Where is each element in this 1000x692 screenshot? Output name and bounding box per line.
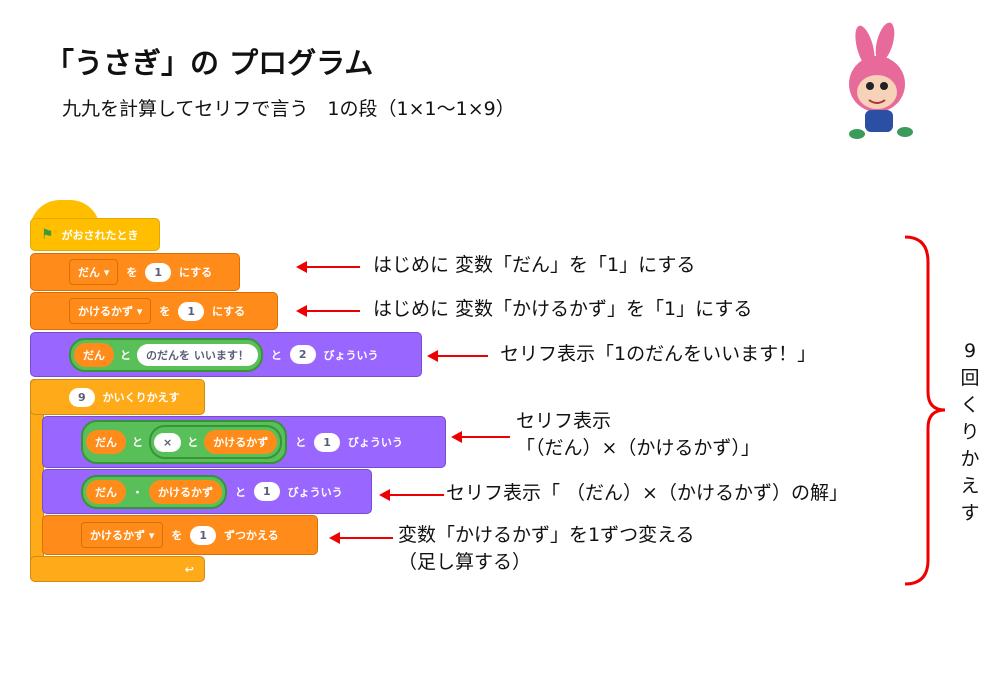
change-kakeru-block[interactable]: かけるかず ▾ を 1 ずつかえる [42,515,318,555]
block-label: びょういう [287,485,343,499]
block-label: にする [212,305,246,318]
join-operator[interactable]: だん と × と かけるかず [81,420,288,464]
value-input[interactable]: 1 [145,262,172,282]
kakeru-reporter[interactable]: かけるかず [149,479,222,504]
text-input[interactable]: × [154,432,182,452]
var-name: かけるかず [78,305,133,318]
block-label: と [270,348,282,362]
variable-dropdown[interactable]: かけるかず ▾ [81,522,164,548]
note-set-kakeru: はじめに 変数「かけるかず」を「1」にする [373,298,753,320]
var-name: だん [78,266,100,279]
block-label: びょういう [323,348,379,362]
repeat-block[interactable]: 9 かいくりかえす [30,379,205,415]
note-change-2: （足し算する） [398,551,532,573]
arrow-5 [379,489,444,501]
block-label: びょういう [347,436,403,449]
arrow-1 [296,261,360,273]
note-say-intro: セリフ表示「1のだんをいいます！」 [500,343,817,365]
loop-bracket [904,235,946,586]
set-dan-block[interactable]: だん ▾ を 1 にする [30,253,240,291]
loop-arrow-icon: ↩ [184,562,194,576]
secs-input[interactable]: 1 [314,432,340,452]
block-label: と [235,485,246,499]
value-input[interactable]: 1 [190,525,217,545]
note-say-product-1: セリフ表示 [516,410,612,432]
kakeru-reporter[interactable]: かけるかず [204,430,278,454]
block-label: を [171,529,183,542]
block-label: かいくりかえす [102,391,180,404]
repeat-end: ↩ [30,556,205,582]
value-input[interactable]: 1 [178,301,205,321]
block-label: と [132,436,143,449]
block-label: を [159,305,171,318]
green-flag-icon: ⚑ [41,226,54,243]
arrow-2 [296,305,360,317]
rabbit-character-illustration [849,22,913,139]
join-operator[interactable]: だん と のだんを いいます！ [69,337,263,372]
variable-dropdown[interactable]: だん ▾ [69,259,119,285]
page-title: 「うさぎ」の プログラム [45,46,374,80]
operator-symbol: ・ [132,485,143,499]
variable-dropdown[interactable]: かけるかず ▾ [69,298,152,324]
multiply-operator[interactable]: だん ・ かけるかず [81,474,227,509]
say-answer-block[interactable]: だん ・ かけるかず と 1 びょういう [42,469,372,514]
arrow-3 [427,350,488,362]
block-label: を [126,266,138,279]
join-operator-inner[interactable]: × と かけるかず [149,425,283,459]
set-kakeru-block[interactable]: かけるかず ▾ を 1 にする [30,292,278,330]
block-label: と [187,436,199,449]
note-say-answer: セリフ表示「 （だん）×（かけるかず）の解」 [446,482,848,504]
note-set-dan: はじめに 変数「だん」を「1」にする [373,254,696,276]
subtitle: 九九を計算してセリフで言う 1の段（1×1～1×9） [62,98,515,120]
dan-reporter[interactable]: だん [86,430,126,454]
text-input[interactable]: のだんを いいます！ [137,343,258,366]
dan-reporter[interactable]: だん [74,342,114,367]
dan-reporter[interactable]: だん [86,479,126,504]
arrow-6 [329,532,393,544]
block-label: と [120,348,131,362]
when-flag-clicked-block[interactable]: ⚑ がおされたとき [30,218,160,251]
note-loop: 9回くりかえす [960,340,980,524]
note-change-1: 変数「かけるかず」を1ずつ変える [398,524,695,546]
block-label: がおされたとき [61,228,139,242]
say-intro-block[interactable]: だん と のだんを いいます！ と 2 びょういう [30,332,422,377]
block-label: ずつかえる [224,529,279,542]
block-label: にする [179,266,213,279]
arrow-4 [451,431,510,443]
secs-input[interactable]: 2 [289,345,316,364]
block-label: と [295,436,307,449]
secs-input[interactable]: 1 [254,482,280,501]
repeat-count-input[interactable]: 9 [69,387,95,407]
say-product-block[interactable]: だん と × と かけるかず と 1 びょういう [42,416,446,468]
var-name: かけるかず [90,529,145,542]
note-say-product-2: 「（だん）×（かけるかず）」 [516,437,760,459]
